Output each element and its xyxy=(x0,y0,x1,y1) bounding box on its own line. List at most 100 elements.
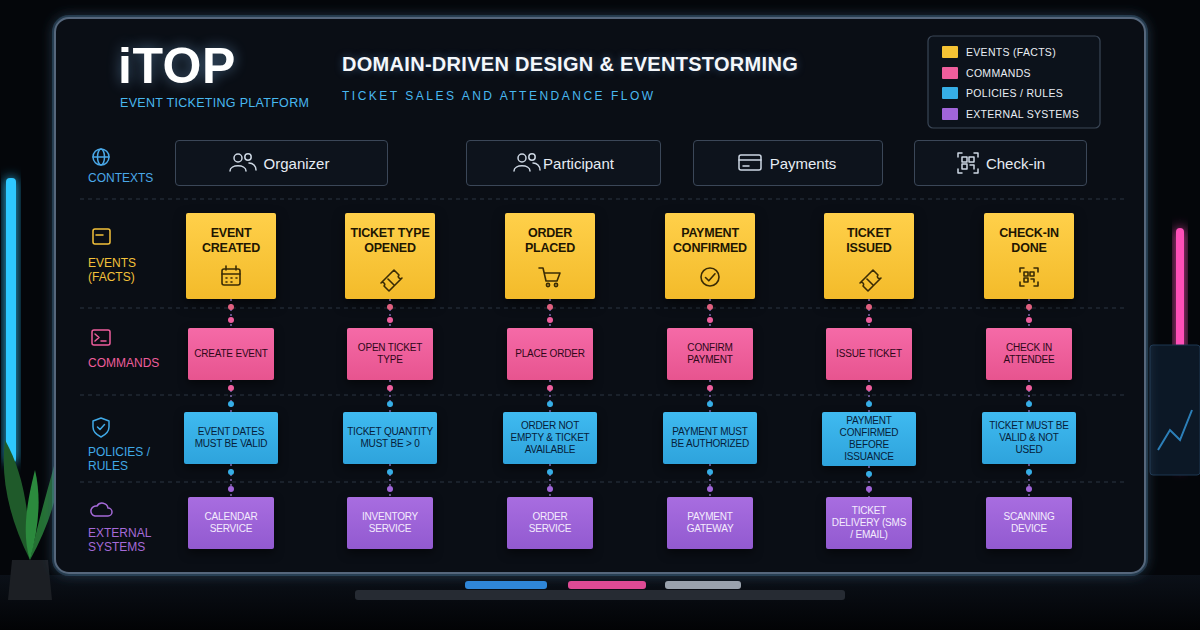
plant-leaf xyxy=(26,470,39,560)
connector-dot xyxy=(1026,385,1032,391)
external-system-sticky: SCANNING DEVICE xyxy=(986,497,1072,549)
node-text: Check-in xyxy=(945,155,1086,172)
shield-icon xyxy=(93,418,109,437)
node-text: CHECK-IN DONE xyxy=(987,226,1071,256)
connector-dot xyxy=(547,486,553,492)
connector-dot xyxy=(387,317,393,323)
connector-dot xyxy=(387,486,393,492)
event-sticky: CHECK-IN DONE xyxy=(984,213,1074,299)
row-label: CONTEXTS xyxy=(88,172,168,186)
connector-group xyxy=(435,256,505,257)
board-glow xyxy=(55,18,1145,573)
marker xyxy=(465,581,547,589)
node-text: TICKET ISSUED xyxy=(827,226,911,256)
node-text: CHECK IN ATTENDEE xyxy=(990,342,1068,366)
connector-group xyxy=(276,256,345,257)
legend-entry: COMMANDS xyxy=(942,67,1092,81)
card-icon xyxy=(739,159,761,161)
terminal-icon xyxy=(92,330,110,345)
connector-dot xyxy=(866,401,872,407)
command-sticky: PLACE ORDER xyxy=(507,328,593,380)
flow-arrow xyxy=(595,255,665,257)
globe-icon xyxy=(98,149,105,165)
marker-tray xyxy=(355,590,845,600)
dotted-connector xyxy=(549,464,550,497)
row-label: EXTERNAL SYSTEMS xyxy=(88,527,160,555)
connector-group xyxy=(866,380,872,412)
connector-group xyxy=(228,299,234,328)
node-text: TICKET TYPE OPENED xyxy=(348,226,432,256)
event-sticky: ORDER PLACED xyxy=(505,213,595,299)
flow-arrow xyxy=(914,255,984,257)
qr-icon xyxy=(1030,272,1034,276)
dotted-connector xyxy=(549,380,550,412)
dotted-connector xyxy=(709,299,710,328)
node-text: Organizer xyxy=(206,155,387,172)
dotted-connector xyxy=(389,299,390,328)
board-icon xyxy=(96,234,103,236)
connector-dot xyxy=(707,401,713,407)
connector-dot xyxy=(866,317,872,323)
external-system-sticky: INVENTORY SERVICE xyxy=(347,497,433,549)
connector-dot xyxy=(228,304,234,310)
connector-dot xyxy=(707,304,713,310)
policy-sticky: PAYMENT CONFIRMED BEFORE ISSUANCE xyxy=(822,412,916,466)
connector-dot xyxy=(547,385,553,391)
connector-group xyxy=(228,464,234,497)
connector-dot xyxy=(228,486,234,492)
connector-dot xyxy=(866,304,872,310)
dotted-connector xyxy=(868,466,869,497)
dotted-connector xyxy=(709,380,710,412)
row-separator xyxy=(80,395,1125,396)
node-text: EVENT DATES MUST BE VALID xyxy=(188,426,274,450)
node-text: Payments xyxy=(724,155,882,172)
connector-dot xyxy=(387,401,393,407)
dotted-connector xyxy=(1028,380,1029,412)
people-icon xyxy=(249,163,256,170)
ticket-icon xyxy=(381,270,402,291)
connector-group xyxy=(707,299,713,328)
dotted-connector xyxy=(389,464,390,497)
context-box: Payments xyxy=(693,140,883,186)
node-text: ISSUE TICKET xyxy=(830,348,908,360)
connector-group xyxy=(755,256,824,257)
ticket-icon xyxy=(388,279,394,285)
command-sticky: CREATE EVENT xyxy=(188,328,274,380)
legend-swatch xyxy=(942,67,958,79)
event-sticky: TICKET ISSUED xyxy=(824,213,914,299)
connector-group xyxy=(547,380,553,412)
connector-dot xyxy=(1026,469,1032,475)
connector-dot xyxy=(707,486,713,492)
connector-group xyxy=(595,256,665,257)
context-box: Organizer xyxy=(175,140,388,186)
check-icon xyxy=(701,268,719,286)
neon-light xyxy=(6,178,16,463)
connector-dot xyxy=(387,469,393,475)
connector-group xyxy=(1026,380,1032,412)
monitor-graph xyxy=(1158,410,1192,450)
policy-sticky: TICKET MUST BE VALID & NOT USED xyxy=(982,412,1076,464)
policy-sticky: TICKET QUANTITY MUST BE > 0 xyxy=(343,412,437,464)
connector-group xyxy=(866,299,872,328)
node-text: PAYMENT MUST BE AUTHORIZED xyxy=(667,426,753,450)
flow-arrow xyxy=(276,255,345,257)
connector-group xyxy=(1026,299,1032,328)
row-separator xyxy=(80,308,1125,309)
node-text: PAYMENT GATEWAY xyxy=(671,511,749,535)
connector-group xyxy=(707,464,713,497)
external-system-sticky: PAYMENT GATEWAY xyxy=(667,497,753,549)
connector-dot xyxy=(228,385,234,391)
node-text: EVENT CREATED xyxy=(189,226,273,256)
dotted-connector xyxy=(230,380,231,412)
policy-sticky: ORDER NOT EMPTY & TICKET AVAILABLE xyxy=(503,412,597,464)
qr-icon xyxy=(1020,268,1038,286)
cart-icon xyxy=(539,268,560,281)
people-icon xyxy=(514,166,530,171)
legend-text: EVENTS (FACTS) xyxy=(966,46,1056,58)
legend-swatch xyxy=(942,87,958,99)
plant-pot xyxy=(8,560,52,600)
connector-group xyxy=(387,464,393,497)
connector-dot xyxy=(866,385,872,391)
